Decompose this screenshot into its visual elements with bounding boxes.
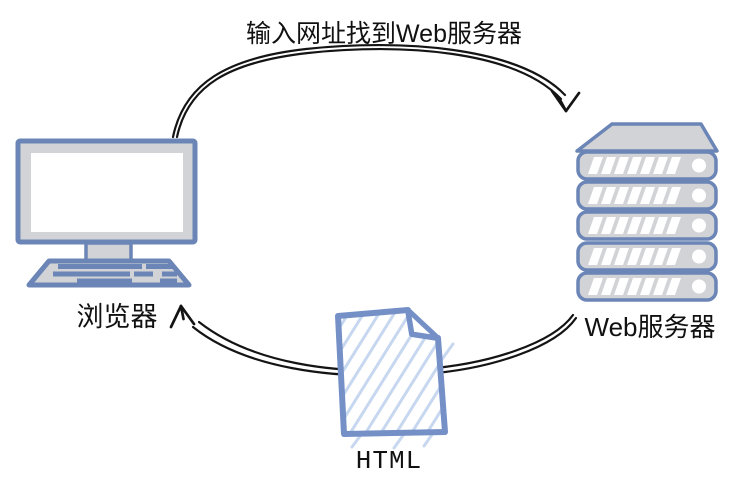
request-arrow-label: 输入网址找到Web服务器	[246, 20, 522, 48]
browser-label: 浏览器	[76, 302, 158, 332]
html-document-icon	[335, 307, 455, 450]
document-hatch	[338, 310, 445, 434]
server-lid	[575, 122, 719, 153]
response-arrowhead-icon	[169, 304, 196, 329]
web-server-icon	[575, 122, 719, 302]
document-fold-corner	[405, 307, 441, 341]
keyboard-keys	[53, 264, 177, 283]
request-arrow	[171, 43, 581, 139]
monitor-screen	[31, 153, 183, 232]
request-arrowhead-icon	[550, 89, 581, 113]
html-label: HTML	[355, 446, 423, 476]
server-label: Web服务器	[584, 312, 716, 342]
browser-computer-icon	[15, 138, 198, 288]
